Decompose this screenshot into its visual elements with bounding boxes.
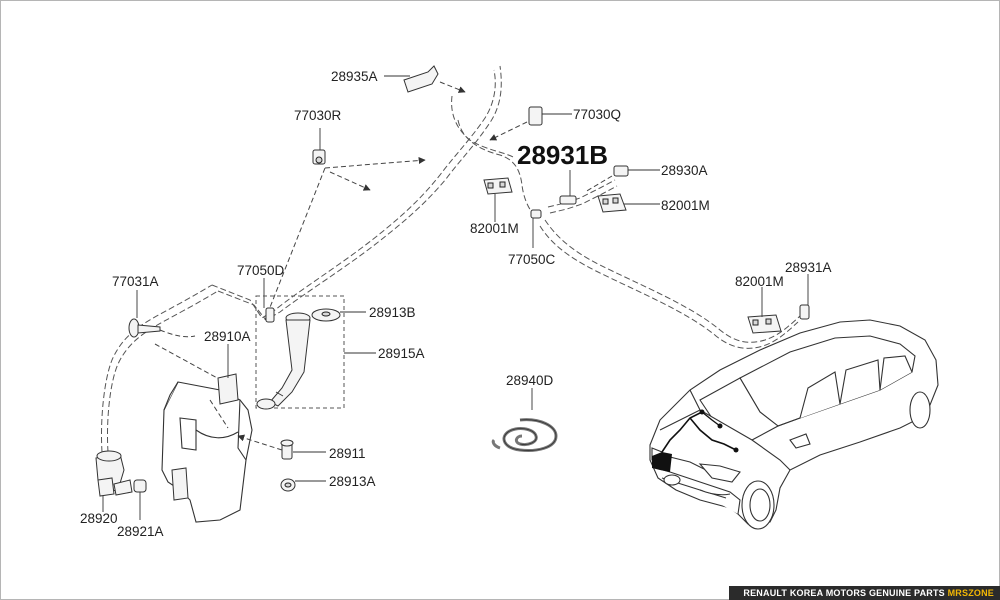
- part-28931A: [799, 274, 810, 320]
- part-28931B: [559, 170, 577, 205]
- washer-hose-right: [539, 179, 801, 349]
- label-28935A: 28935A: [331, 69, 378, 84]
- part-77050C: [530, 209, 542, 248]
- part-28930A: [584, 165, 660, 193]
- part-77030R: [264, 128, 426, 321]
- label-28931B: 28931B: [517, 140, 608, 170]
- filler-neck-group: [255, 295, 376, 409]
- label-28910A: 28910A: [204, 329, 251, 344]
- part-28910A-reservoir: [161, 344, 253, 523]
- part-28920-pump: [95, 450, 133, 512]
- part-28935A: [384, 65, 466, 93]
- label-28920: 28920: [80, 511, 118, 526]
- part-82001M-top: [483, 177, 513, 222]
- car-illustration: [649, 319, 939, 530]
- label-82001M-top: 82001M: [470, 221, 519, 236]
- label-82001M-right: 82001M: [661, 198, 710, 213]
- label-28913A: 28913A: [329, 474, 376, 489]
- part-filler-neck-tube: [256, 312, 311, 410]
- footer-banner: RENAULT KOREA MOTORS GENUINE PARTS MRSZO…: [729, 586, 1000, 600]
- part-77031A: [128, 290, 231, 386]
- washer-hose-main: [101, 65, 536, 453]
- label-28940D: 28940D: [506, 373, 554, 388]
- part-28940D-hose-coil: [491, 388, 558, 452]
- label-28911: 28911: [329, 446, 366, 461]
- label-28913B: 28913B: [369, 305, 416, 320]
- label-28931A: 28931A: [785, 260, 832, 275]
- label-28915A: 28915A: [378, 346, 425, 361]
- label-77030R: 77030R: [294, 108, 342, 123]
- footer-text: RENAULT KOREA MOTORS GENUINE PARTS: [743, 588, 948, 598]
- part-77050D: [263, 278, 275, 323]
- label-77031A: 77031A: [112, 274, 159, 289]
- label-28930A: 28930A: [661, 163, 708, 178]
- label-28921A: 28921A: [117, 524, 164, 539]
- part-82001M-lower: [747, 287, 782, 334]
- label-82001M-lower: 82001M: [735, 274, 784, 289]
- label-77050C: 77050C: [508, 252, 556, 267]
- part-77030Q: [489, 106, 572, 141]
- label-77030Q: 77030Q: [573, 107, 621, 122]
- part-28913A: [280, 478, 326, 492]
- part-28913B-cap: [311, 308, 366, 322]
- part-28911: [237, 434, 326, 460]
- footer-brand: MRSZONE: [947, 588, 994, 598]
- part-82001M-right: [597, 193, 660, 213]
- part-28921A: [133, 479, 147, 520]
- label-77050D: 77050D: [237, 263, 285, 278]
